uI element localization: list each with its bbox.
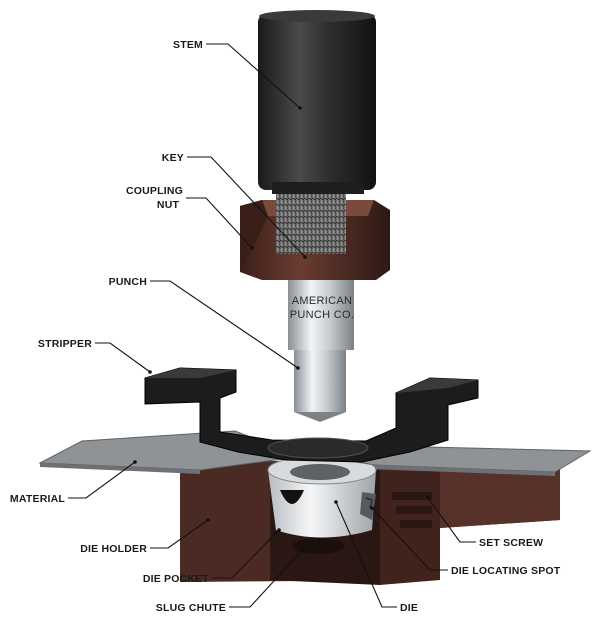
label-key: KEY <box>162 152 184 164</box>
label-coupling-line2: NUT <box>157 199 180 211</box>
leader-stem <box>206 43 301 109</box>
leader-coupling-nut <box>186 197 253 249</box>
label-slug-chute: SLUG CHUTE <box>156 602 226 614</box>
leader-punch <box>150 280 299 369</box>
label-stripper: STRIPPER <box>38 338 92 350</box>
label-die-pocket: DIE POCKET <box>143 573 210 585</box>
leader-slug-chute <box>229 543 309 608</box>
leader-key <box>187 156 306 258</box>
stripper <box>144 367 479 463</box>
leader-stripper <box>95 342 151 373</box>
stem-threads <box>276 188 346 254</box>
label-die-holder: DIE HOLDER <box>80 543 147 555</box>
leader-die-holder <box>150 519 209 549</box>
punch-engraving-line2: PUNCH CO. <box>290 309 354 321</box>
slug-chute <box>292 538 344 554</box>
label-die-locating-spot: DIE LOCATING SPOT <box>451 565 561 577</box>
label-die: DIE <box>400 602 418 614</box>
label-material: MATERIAL <box>10 493 65 505</box>
leader-die-locating-spot <box>371 507 448 571</box>
label-coupling-line1: COUPLING <box>126 185 183 197</box>
label-set-screw: SET SCREW <box>479 537 543 549</box>
label-punch: PUNCH <box>109 276 147 288</box>
die-locating-spot <box>360 492 376 520</box>
leader-die-pocket <box>212 529 280 579</box>
stem <box>258 10 376 194</box>
label-stem: STEM <box>173 39 203 51</box>
leader-die <box>335 501 397 608</box>
die <box>267 455 377 538</box>
leader-material <box>68 461 136 499</box>
leader-set-screw <box>427 497 476 543</box>
punch-engraving-line1: AMERICAN <box>292 295 352 307</box>
